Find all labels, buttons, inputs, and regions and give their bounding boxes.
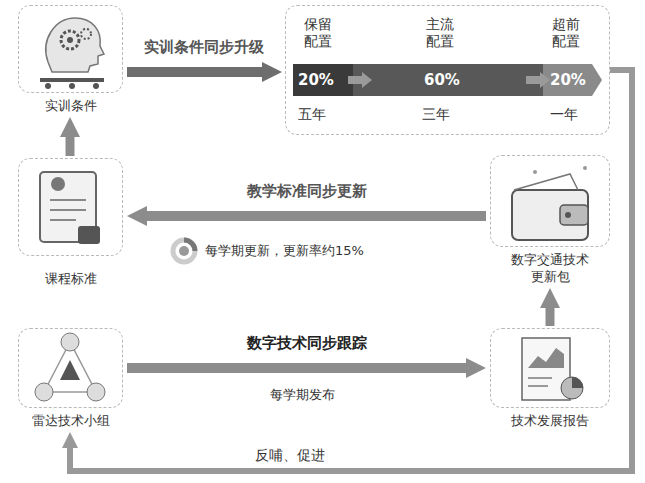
- roller: [45, 83, 51, 89]
- period-label: 一年: [550, 106, 578, 123]
- icon-node: 课程标准: [18, 158, 123, 287]
- column-heading: 主流配置: [426, 16, 457, 50]
- pie-slice: [572, 377, 583, 388]
- team-icon: [35, 333, 105, 401]
- wallet-clasp: [560, 205, 588, 225]
- node-caption: 雷达技术小组: [21, 412, 121, 429]
- text-line: [528, 385, 548, 387]
- arrow-label: 教学标准同步更新: [247, 182, 367, 201]
- share-value: 60%: [424, 72, 460, 89]
- conveyor: [40, 78, 104, 82]
- wallet-flap: [514, 174, 578, 190]
- badge: [51, 177, 65, 191]
- node-caption: 实训条件: [21, 97, 121, 114]
- gear: [61, 31, 79, 49]
- icon-frame: [18, 158, 123, 256]
- text-line: [50, 199, 86, 201]
- icon-frame: [18, 328, 123, 408]
- sparkle: [533, 170, 537, 174]
- config-panel: 保留配置 主流配置 超前配置 20% 60% 20% 五年 三年 一年: [285, 5, 610, 135]
- person: [87, 383, 105, 401]
- report-icon: [522, 338, 583, 400]
- note: 每学期发布: [270, 386, 335, 404]
- certificate-icon: [40, 172, 100, 244]
- head-icon: [40, 18, 104, 89]
- band-segment: [543, 64, 602, 96]
- wallet-icon: [512, 166, 588, 240]
- note: 每学期更新，更新率约15%: [205, 242, 364, 260]
- period-label: 五年: [298, 106, 326, 123]
- donut-center: [179, 246, 189, 256]
- person: [61, 333, 79, 351]
- band-segment: [293, 64, 353, 96]
- area-chart: [528, 348, 564, 368]
- percent-icon: [173, 240, 195, 262]
- head-outline: [46, 18, 104, 72]
- node-caption: 课程标准: [21, 270, 121, 287]
- icon-node: 实训条件: [18, 5, 123, 114]
- wallet: [512, 190, 588, 240]
- sparkle: [583, 166, 587, 170]
- icon-node: 技术发展报告: [490, 328, 610, 429]
- icon-node: 数字交通技术更新包: [490, 155, 610, 285]
- gear: [81, 29, 91, 39]
- band-arrow: [526, 72, 550, 88]
- share-value: 20%: [298, 72, 334, 89]
- flow-arrow: [66, 137, 75, 156]
- pie-chart: [561, 377, 583, 399]
- arrow-label: 数字技术同步跟踪: [247, 334, 367, 353]
- icon-frame: [490, 328, 610, 408]
- roller: [69, 83, 75, 89]
- icon-node: 雷达技术小组: [18, 328, 123, 429]
- share-value: 20%: [550, 72, 586, 89]
- seal: [78, 226, 100, 244]
- wallet-button: [565, 212, 571, 218]
- text-line: [50, 219, 76, 221]
- icon-frame: [490, 155, 610, 247]
- flow-arrow: [147, 211, 486, 221]
- flow-arrow: [70, 70, 632, 471]
- flow-arrow: [127, 363, 466, 373]
- person: [35, 383, 53, 401]
- arrow-label: 实训条件同步升级: [144, 38, 264, 57]
- node-caption: 数字交通技术更新包: [508, 251, 592, 285]
- band-arrow: [348, 72, 372, 88]
- text-line: [50, 209, 86, 211]
- flow-arrow: [127, 67, 262, 77]
- icon-frame: [18, 5, 123, 93]
- node-caption: 技术发展报告: [500, 412, 600, 429]
- roller: [93, 83, 99, 89]
- period-label: 三年: [422, 106, 450, 123]
- band-segment: [353, 64, 543, 96]
- config-band: [293, 64, 602, 96]
- radar-symbol: [60, 360, 80, 380]
- flow-arrow: [546, 308, 555, 326]
- text-line: [528, 377, 552, 379]
- gear: [67, 37, 73, 43]
- column-heading: 超前配置: [552, 16, 583, 50]
- column-heading: 保留配置: [304, 16, 335, 50]
- arrow-label: 反哺、促进: [255, 447, 325, 465]
- donut: [173, 240, 195, 262]
